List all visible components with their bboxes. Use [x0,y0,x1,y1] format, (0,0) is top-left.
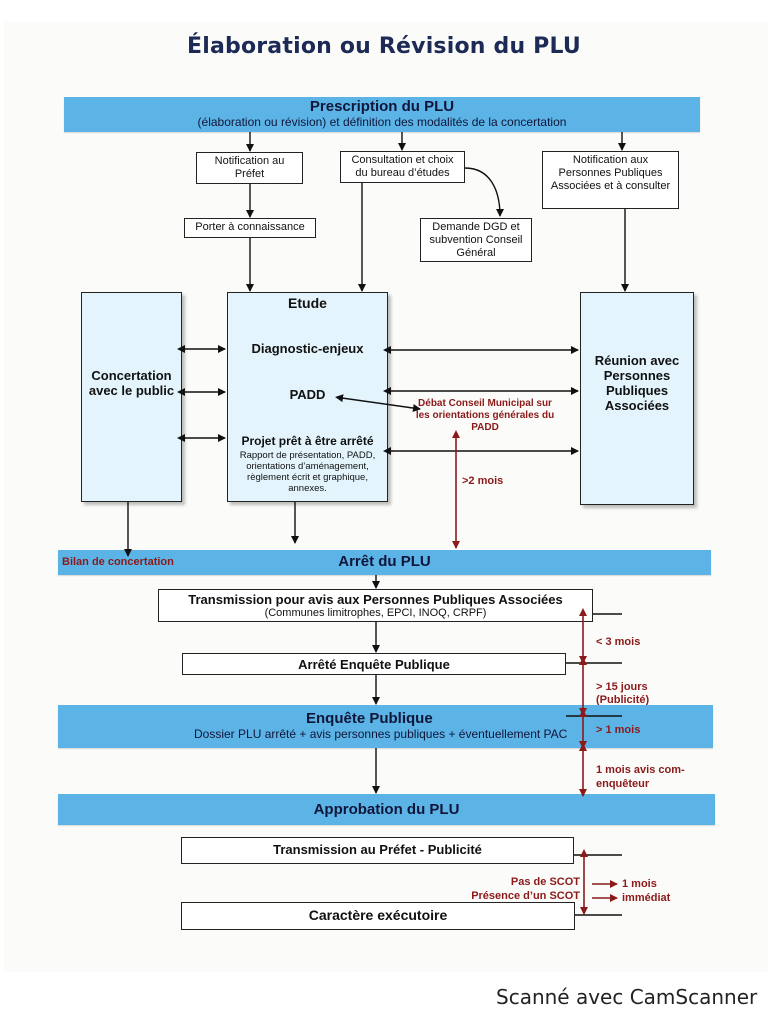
arrete-enquete-label: Arrêté Enquête Publique [298,657,450,672]
transmission-avis-sub: (Communes limitrophes, EPCI, INOQ, CRPF) [264,607,487,619]
executoire-box: Caractère exécutoire [181,902,575,930]
delay-1mois-commissaire-label: 1 mois avis com-enquêteur [596,764,685,790]
approbation-band: Approbation du PLU [58,794,715,825]
arret-band: Arrêt du PLU [58,550,711,575]
concertation-label: Concertation avec le public [88,368,175,398]
delay-3mois-label: < 3 mois [596,636,641,648]
reunion-box: Réunion avec Personnes Publiques Associé… [580,292,694,505]
result-1mois-label: 1 mois [622,878,657,890]
pas-scot-label: Pas de SCOT [510,876,580,888]
delay-1mois-min-label: > 1 mois [596,724,641,736]
projet-title: Projet prêt à être arrêté [241,434,374,448]
consultation-label: Consultation et choix du bureau d’études [351,154,454,179]
porter-box: Porter à connaissance [184,218,316,238]
transmission-avis-box: Transmission pour avis aux Personnes Pub… [158,589,593,622]
projet-detail: Rapport de présentation, PADD, orientati… [239,450,376,494]
enquete-title: Enquête Publique [306,710,433,727]
demande-dgd-box: Demande DGD et subvention Conseil Généra… [420,218,532,262]
enquete-band: Enquête Publique Dossier PLU arrêté + av… [58,705,713,748]
result-immediat-label: immédiat [622,892,671,904]
consultation-box: Consultation et choix du bureau d’études [340,151,465,183]
delay-15jours-label: > 15 jours (Publicité) [596,681,650,706]
prescription-subtitle: (élaboration ou révision) et définition … [197,115,567,129]
presence-scot-label: Présence d’un SCOT [471,890,580,902]
enquete-sub: Dossier PLU arrêté + avis personnes publ… [194,727,568,741]
padd-label: PADD [289,387,326,402]
arret-title: Arrêt du PLU [338,553,431,570]
prescription-title: Prescription du PLU [309,98,455,115]
demande-dgd-label: Demande DGD et subvention Conseil Généra… [429,221,523,259]
diagnostic-label: Diagnostic-enjeux [251,341,364,356]
notification-prefet-label: Notification au Préfet [214,155,285,180]
transmission-prefet-box: Transmission au Préfet - Publicité [181,837,574,864]
approbation-title: Approbation du PLU [313,801,460,818]
notification-ppa-box: Notification aux Personnes Publiques Ass… [542,151,679,209]
arrow-padd-debat [335,394,421,412]
prescription-band: Prescription du PLU (élaboration ou révi… [64,97,700,132]
debat-label: Débat Conseil Municipal sur les orientat… [415,398,555,433]
executoire-label: Caractère exécutoire [308,907,448,923]
bilan-label: Bilan de concertation [62,556,174,568]
transmission-prefet-label: Transmission au Préfet - Publicité [273,842,482,857]
transmission-avis-title: Transmission pour avis aux Personnes Pub… [188,592,563,607]
porter-label: Porter à connaissance [195,221,305,233]
notification-ppa-label: Notification aux Personnes Publiques Ass… [550,154,671,192]
reunion-label: Réunion avec Personnes Publiques Associé… [594,353,680,413]
delay-2mois-label: >2 mois [462,475,504,487]
notification-prefet-box: Notification au Préfet [196,152,303,184]
scanner-footer: Scanné avec CamScanner [496,985,758,1009]
etude-title: Etude [288,295,327,311]
arrete-enquete-box: Arrêté Enquête Publique [182,653,566,675]
arrow-consultation-to-dgd [464,167,504,217]
diagram-title: Élaboration ou Révision du PLU [186,34,581,59]
concertation-box: Concertation avec le public [81,292,182,502]
